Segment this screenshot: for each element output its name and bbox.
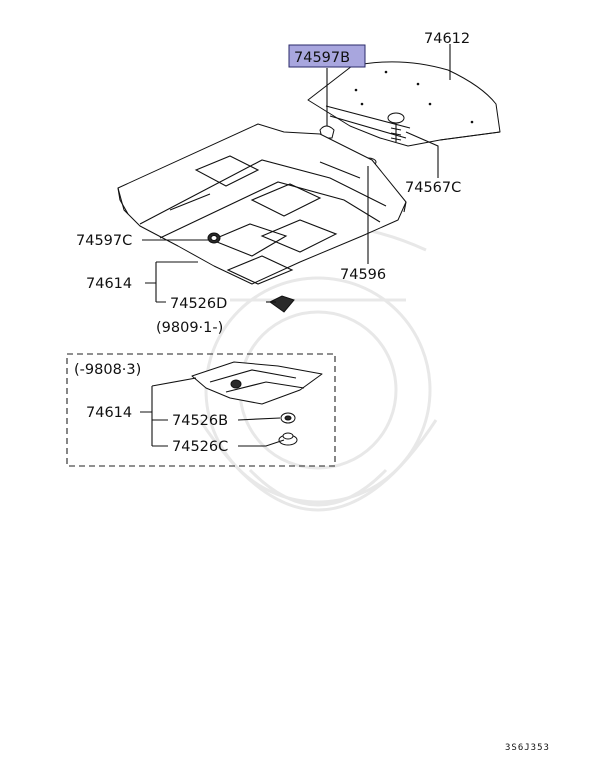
floor-carpet-74614-old-drawing	[191, 361, 323, 405]
label-74597b[interactable]: 74597B	[294, 50, 350, 66]
label-74567c[interactable]: 74567C	[405, 180, 461, 196]
label-74526d[interactable]: 74526D	[170, 296, 227, 312]
label-74596[interactable]: 74596	[340, 267, 386, 283]
label-74597c[interactable]: 74597C	[76, 233, 132, 249]
label-74614-old[interactable]: 74614	[86, 405, 132, 421]
label-74612[interactable]: 74612	[424, 31, 470, 47]
fastener-74526b-drawing	[280, 412, 296, 424]
leader-lines	[140, 44, 451, 447]
inset-box-before-9808	[66, 353, 336, 467]
floor-carpet-74614-drawing	[117, 123, 407, 285]
carpet-74612-drawing	[307, 61, 501, 147]
fastener-74526d-drawing	[269, 295, 295, 313]
label-date-before: (-9808·3)	[74, 362, 141, 378]
clip-74567c-drawing	[387, 112, 405, 142]
fastener-74526c-drawing	[278, 432, 298, 446]
label-date-after: (9809·1-)	[156, 320, 223, 336]
label-74526b[interactable]: 74526B	[172, 413, 228, 429]
label-74526c[interactable]: 74526C	[172, 439, 228, 455]
plug-74597b-drawing	[319, 125, 335, 139]
part-labels: 74597B 74612 74567C 74597C 74596 74614 7…	[74, 31, 550, 753]
diagram-code: 3S6J353	[505, 743, 550, 753]
highlight-box-74597b	[288, 44, 366, 68]
label-74614[interactable]: 74614	[86, 276, 132, 292]
